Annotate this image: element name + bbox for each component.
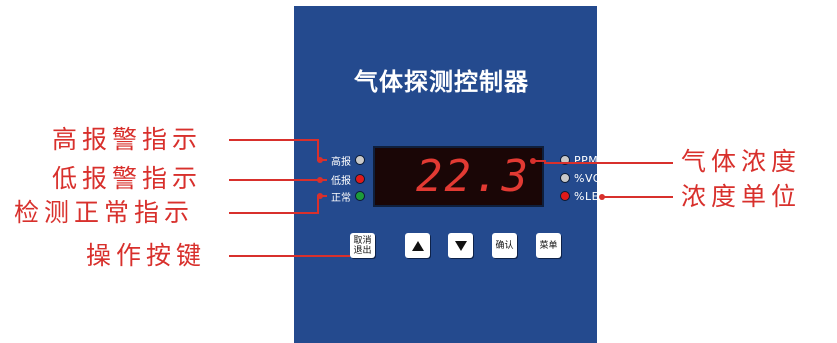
led-icon: [355, 174, 365, 184]
unit-lel-label: %LEL: [574, 189, 606, 203]
unit-lel: %LEL: [560, 189, 606, 203]
normal-leader: [229, 195, 327, 214]
exit-label: 退出: [353, 245, 372, 256]
high-alarm-leader: [229, 139, 327, 161]
menu-label: 菜单: [539, 240, 558, 251]
cancel-exit-button[interactable]: 取消 退出: [350, 233, 375, 258]
concentration-readout: 22.3: [416, 151, 530, 202]
led-icon: [355, 191, 365, 201]
up-arrow-icon: [411, 240, 424, 251]
callout-low-alarm: 低报警指示: [52, 164, 203, 193]
callout-concentration: 气体浓度: [681, 147, 802, 176]
leader-dot: [317, 157, 323, 163]
down-button[interactable]: [448, 233, 473, 258]
digital-display: 22.3: [373, 146, 544, 207]
indicator-normal-label: 正常: [331, 192, 351, 204]
callout-keys: 操作按键: [86, 241, 207, 270]
leader-dot: [530, 158, 536, 164]
unit-vol-label: %VOL: [574, 171, 609, 185]
led-icon: [560, 155, 570, 165]
leader-dot: [317, 177, 323, 183]
confirm-label: 确认: [495, 240, 514, 251]
callout-normal: 检测正常指示: [14, 198, 195, 227]
leader-dot: [599, 194, 605, 200]
indicator-normal: 正常: [331, 189, 365, 204]
concentration-leader: [533, 160, 673, 164]
indicator-high-alarm-label: 高报: [331, 156, 351, 168]
callout-high-alarm: 高报警指示: [52, 125, 203, 154]
up-button[interactable]: [405, 233, 430, 258]
indicator-low-alarm-label: 低报: [331, 175, 351, 187]
led-icon: [560, 191, 570, 201]
panel-title: 气体探测控制器: [354, 68, 529, 96]
callout-unit: 浓度单位: [681, 182, 802, 211]
menu-button[interactable]: 菜单: [536, 233, 561, 258]
cancel-label: 取消: [353, 235, 372, 246]
led-icon: [560, 173, 570, 183]
indicator-low-alarm: 低报: [331, 172, 365, 187]
indicator-high-alarm: 高报: [331, 153, 365, 168]
confirm-button[interactable]: 确认: [492, 233, 517, 258]
leader-dot: [317, 193, 323, 199]
down-arrow-icon: [454, 240, 467, 251]
led-icon: [355, 155, 365, 165]
unit-vol: %VOL: [560, 171, 609, 185]
